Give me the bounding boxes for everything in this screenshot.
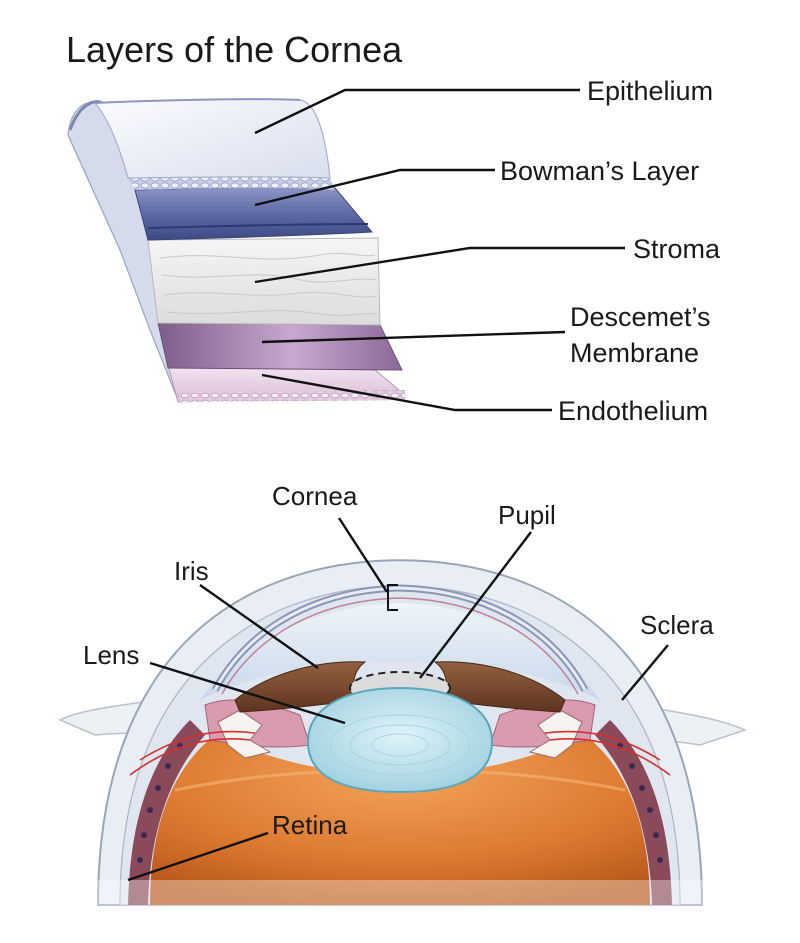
- label-epithelium: Epithelium: [587, 76, 713, 106]
- eye-labels: Cornea Pupil Iris Lens Sclera Retina: [83, 481, 714, 882]
- lens: [306, 686, 494, 794]
- eye-cross-section: [58, 559, 748, 920]
- cornea-layer-labels: Epithelium Bowman’s Layer Stroma Desceme…: [254, 76, 721, 426]
- cornea-layers-illustration: [67, 98, 407, 403]
- label-cornea: Cornea: [272, 481, 358, 511]
- label-stroma: Stroma: [633, 234, 721, 264]
- epithelium-layer: [93, 98, 331, 179]
- label-pupil: Pupil: [498, 500, 556, 530]
- vitreous-body: [150, 735, 650, 905]
- label-lens: Lens: [83, 640, 139, 670]
- label-iris: Iris: [174, 556, 209, 586]
- descemet-layer: [157, 322, 403, 371]
- diagram-title: Layers of the Cornea: [66, 29, 403, 70]
- label-endothelium: Endothelium: [558, 396, 708, 426]
- label-descemets-line2: Membrane: [570, 338, 699, 368]
- label-sclera: Sclera: [640, 610, 714, 640]
- label-retina: Retina: [272, 810, 348, 840]
- label-descemets-line1: Descemet’s: [570, 302, 711, 332]
- bowman-layer: [134, 186, 374, 241]
- label-bowmans-layer: Bowman’s Layer: [500, 156, 699, 186]
